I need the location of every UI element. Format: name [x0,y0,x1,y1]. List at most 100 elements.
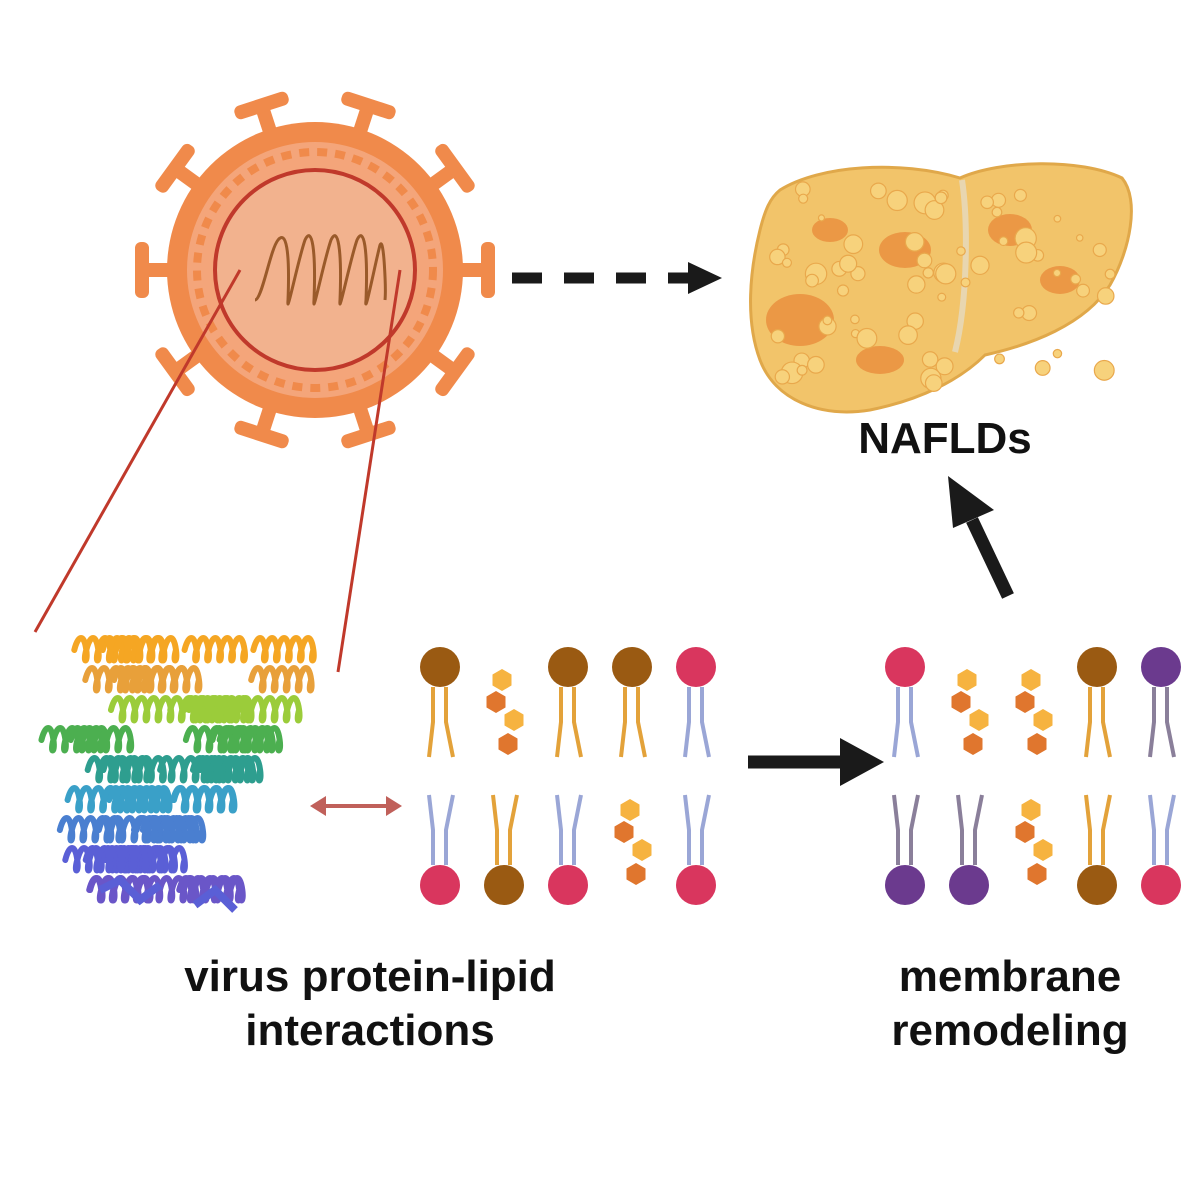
fat-droplet [991,206,1003,218]
membrane-label-line1: membrane [898,952,1122,1001]
cholesterol [1015,799,1053,885]
fat-droplet [1013,188,1027,202]
double-arrow [310,796,402,816]
fat-droplet [1053,214,1062,223]
fat-droplet [898,325,918,345]
fat-droplet [1093,359,1115,381]
alpha-helix [64,785,131,814]
fat-droplet [998,236,1009,247]
lipid-pink [420,794,460,905]
alpha-helix [181,695,248,724]
zoom-lines [33,269,402,673]
fat-droplet [960,277,971,288]
virus-label-line1: virus protein-lipid [184,952,556,1001]
alpha-helix [250,635,317,664]
alpha-helix [100,755,167,784]
alpha-helix [189,755,257,784]
alpha-helix [112,635,180,664]
beta-strand [192,884,238,913]
fat-droplet [1075,234,1084,242]
fat-droplet [970,255,990,276]
fat-droplet [1076,283,1091,298]
fat-droplet [774,369,791,385]
lipid-brown [1077,794,1117,905]
fat-droplet [798,193,809,204]
alpha-helix [139,815,207,844]
fat-droplet [770,329,786,344]
fat-droplet [1096,287,1115,305]
fat-droplet [856,327,878,349]
alpha-helix [107,695,175,724]
cholesterol [1015,669,1053,755]
nafld-text: NAFLDs [858,414,1032,463]
fat-droplet [822,315,833,326]
fat-droplet [956,246,966,256]
lipid-purple [1141,647,1181,758]
lipid-pink [676,794,716,905]
fat-droplet [935,357,954,376]
alpha-helix [67,725,135,754]
alpha-helix [135,665,203,694]
fat-droplet [907,275,926,294]
fat-droplet [934,191,948,205]
lipid-pink [1141,794,1181,905]
cholesterol [486,669,524,755]
fat-droplet [839,254,858,273]
fat-droplet [924,374,943,392]
beta-strand [98,875,163,906]
liver-lesion [812,218,848,242]
cholesterol [951,669,989,755]
fat-droplet [1034,359,1051,376]
cholesterol [614,799,652,885]
fat-droplet [904,232,925,252]
fat-droplet [1052,348,1063,359]
fatty-liver-icon [749,162,1133,414]
dashed-arrow [512,262,722,294]
lipid-brown [484,794,524,905]
membrane-after [885,647,1181,905]
rna-coil-icon [254,234,387,306]
fat-droplet [836,284,850,297]
membrane-label-line2: remodeling [891,1005,1129,1055]
virus-label-line2: interactions [245,1005,495,1055]
liver-lesion [1040,266,1080,294]
fat-droplet [980,195,994,210]
alpha-helix [56,815,124,844]
lipid-pink [676,647,716,758]
lipid-pink [548,794,588,905]
fat-droplet [1104,268,1116,280]
membrane-remodeling-label: membrane remodeling [830,950,1190,1057]
fat-droplet [1013,307,1025,319]
remodel-arrow [748,738,884,786]
lipid-purple [949,794,989,905]
lipid-brown [420,647,460,758]
fat-droplet [869,182,887,200]
alpha-helix [170,785,238,814]
nafld-label: NAFLDs [800,412,1090,466]
fat-droplet [781,257,793,268]
fat-droplet [796,364,808,376]
up-arrow [948,476,1014,599]
lipid-pink [885,647,925,758]
membrane-before [420,647,716,905]
virus-particle-icon [135,91,495,449]
fat-droplet [886,189,908,212]
virus-protein-lipid-label: virus protein-lipid interactions [110,950,630,1057]
alpha-helix [248,665,315,694]
lipid-brown [548,647,588,758]
fat-droplet [850,314,860,325]
fat-droplet [922,267,934,279]
alpha-helix [82,845,150,874]
fat-droplet [921,351,939,368]
protein-structure-icon [38,635,317,913]
lipid-brown [612,647,652,758]
liver-lesion [856,346,904,374]
fat-droplet [769,248,786,266]
lipid-brown [1077,647,1117,758]
fat-droplet [994,353,1005,365]
fat-droplet [935,263,957,285]
spike [457,242,495,298]
lipid-purple [885,794,925,905]
alpha-helix [209,725,276,754]
